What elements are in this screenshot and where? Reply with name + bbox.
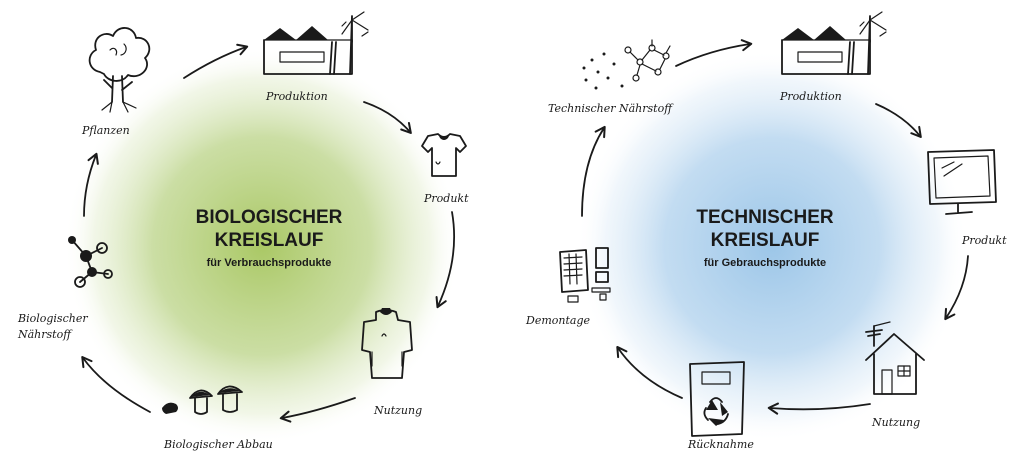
tech-label-produkt: Produkt xyxy=(961,234,1007,247)
tech-label-demontage: Demontage xyxy=(525,314,590,327)
recycling-bin-icon xyxy=(689,361,745,437)
tshirt-icon xyxy=(421,133,467,177)
bio-cycle-arrows xyxy=(81,43,455,423)
tree-icon xyxy=(88,27,151,113)
bio-label-naehrstoff-1: Biologischer xyxy=(17,312,88,325)
bio-title-line-2: KREISLAUF xyxy=(215,230,324,251)
tech-glow xyxy=(576,50,968,442)
bio-label-naehrstoff-2: Nährstoff xyxy=(17,328,73,341)
bio-label-nutzung: Nutzung xyxy=(373,404,422,417)
house-icon xyxy=(865,321,925,395)
mushroom-icon xyxy=(162,385,243,415)
bio-glow xyxy=(64,48,460,444)
monitor-icon xyxy=(927,149,997,215)
tech-label-naehrstoff: Technischer Nährstoff xyxy=(548,102,674,115)
factory-icon xyxy=(781,11,887,75)
bio-label-pflanzen: Pflanzen xyxy=(81,124,130,137)
disassembly-icon xyxy=(559,247,611,303)
bio-label-produktion: Produktion xyxy=(265,90,328,103)
bio-title-line-1: BIOLOGISCHER xyxy=(196,207,343,228)
technical-cycle: Technischer Nährstoff Produktion Produkt xyxy=(525,11,1007,451)
tech-title-line-2: KREISLAUF xyxy=(711,230,820,251)
tech-subtitle: für Gebrauchsprodukte xyxy=(704,257,826,269)
molecule-icon xyxy=(68,236,113,288)
tech-label-produktion: Produktion xyxy=(779,90,842,103)
tech-label-ruecknahme: Rücknahme xyxy=(687,438,754,451)
shirt-worn-icon xyxy=(361,308,413,379)
tech-cycle-arrows xyxy=(581,39,969,415)
bio-label-abbau: Biologischer Abbau xyxy=(163,438,273,451)
bio-label-produkt: Produkt xyxy=(423,192,469,205)
tech-label-nutzung: Nutzung xyxy=(871,416,920,429)
biological-cycle: Pflanzen Produktion Produkt xyxy=(17,11,469,451)
particles-icon xyxy=(582,39,671,90)
bio-subtitle: für Verbrauchsprodukte xyxy=(207,257,332,269)
tech-title-line-1: TECHNISCHER xyxy=(696,207,834,228)
factory-icon xyxy=(263,11,369,75)
